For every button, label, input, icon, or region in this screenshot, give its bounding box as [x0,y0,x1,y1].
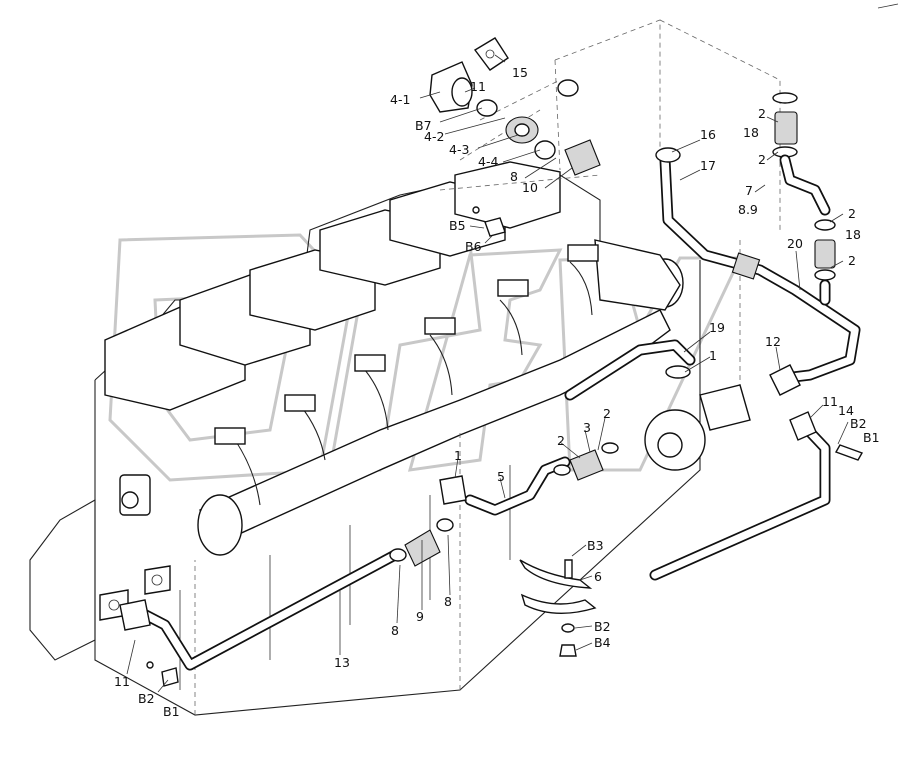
label-8: 8 [391,623,399,638]
label-11: 11 [822,394,838,409]
label-2: 2 [557,433,565,448]
label-18: 18 [845,227,861,242]
label-16: 16 [700,127,716,142]
label-b1: B1 [863,430,880,445]
label-b4: B4 [594,635,611,650]
label-19: 19 [709,320,725,335]
label-b5: B5 [449,218,466,233]
engine-block [29,161,701,716]
right-pipes [649,92,864,581]
label-12: 12 [765,334,781,349]
label-1: 1 [454,448,462,463]
label-20: 20 [787,236,803,251]
label-2: 2 [603,406,611,421]
assembly-lines [194,19,781,715]
label-7: 7 [745,183,753,198]
label-11: 11 [470,79,486,94]
label-2: 2 [848,206,856,221]
label-2: 2 [758,152,766,167]
label-b2: B2 [850,416,867,431]
label-15: 15 [512,65,528,80]
label-4-4: 4-4 [478,154,498,169]
label-3: 3 [583,420,591,435]
turbocharger [564,339,751,471]
label-b2: B2 [138,691,155,706]
corner-mark [877,3,899,9]
leader-lines [126,54,849,693]
center-pipes [119,442,619,687]
label-4-3: 4-3 [449,142,469,157]
label-14: 14 [838,403,854,418]
label-5: 5 [497,469,505,484]
label-b3: B3 [587,538,604,553]
label-18: 18 [743,125,759,140]
label-13: 13 [334,655,350,670]
label-8-9: 8.9 [738,202,758,217]
label-10: 10 [522,180,538,195]
label-8: 8 [444,594,452,609]
label-17: 17 [700,158,716,173]
callout-labels: 15 11 4-1 B7 4-2 4-3 4-4 8 10 B5 B6 16 1… [114,65,880,719]
label-b7: B7 [415,118,432,133]
label-2: 2 [758,106,766,121]
label-4-2: 4-2 [424,129,444,144]
label-6: 6 [594,569,602,584]
bracket [519,559,597,657]
label-b2: B2 [594,619,611,634]
label-1: 1 [709,348,717,363]
label-8: 8 [510,169,518,184]
label-b1: B1 [163,704,180,719]
label-9: 9 [416,609,424,624]
label-2: 2 [848,253,856,268]
label-11: 11 [114,674,130,689]
label-4-1: 4-1 [390,92,410,107]
label-b6: B6 [465,239,482,254]
